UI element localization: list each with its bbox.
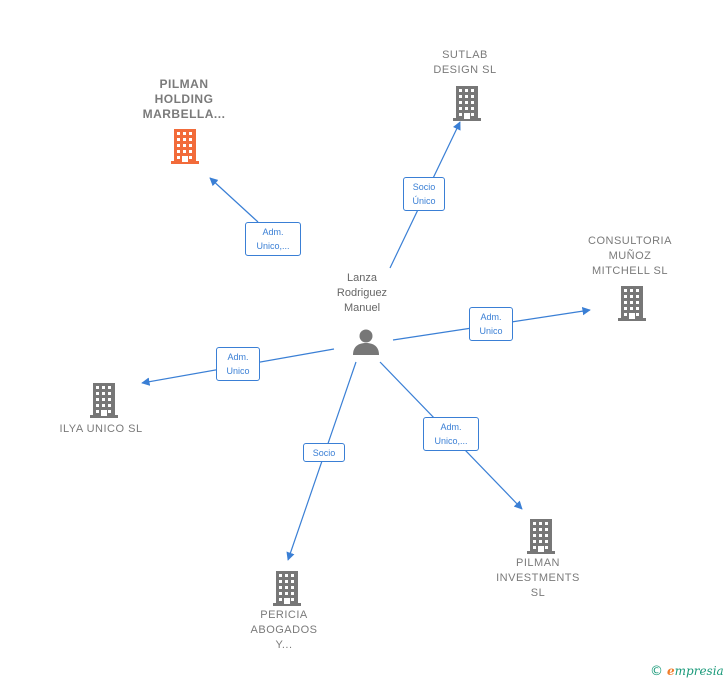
company-label-pilman_investments[interactable]: PILMAN INVESTMENTS SL [496, 557, 580, 599]
building-icon[interactable] [451, 85, 483, 126]
edge-label-ilya: Adm. Unico [216, 347, 260, 381]
edge-label-sutlab: Socio Único [403, 177, 445, 211]
edge-pilman_holding [209, 177, 259, 223]
company-label-ilya[interactable]: ILYA UNICO SL [59, 423, 143, 435]
edge-label-pilman_holding: Adm. Unico,... [245, 222, 301, 256]
building-icon[interactable] [88, 382, 120, 423]
building-icon[interactable] [616, 285, 648, 326]
company-label-pilman_holding[interactable]: PILMAN HOLDING MARBELLA... [142, 77, 226, 121]
person-icon[interactable] [351, 327, 381, 357]
company-label-consultoria[interactable]: CONSULTORIA MUÑOZ MITCHELL SL [588, 235, 672, 277]
edge-label-pericia: Socio [303, 443, 345, 462]
company-label-sutlab[interactable]: SUTLAB DESIGN SL [433, 49, 497, 76]
building-icon[interactable] [525, 518, 557, 559]
building-icon[interactable] [169, 128, 201, 169]
company-label-pericia[interactable]: PERICIA ABOGADOS Y... [250, 609, 318, 651]
center-person-name[interactable]: Lanza Rodriguez Manuel [336, 272, 388, 314]
edge-label-pilman_investments: Adm. Unico,... [423, 417, 479, 451]
edge-label-consultoria: Adm. Unico [469, 307, 513, 341]
brand-logo: ©empresia [650, 664, 724, 679]
building-icon[interactable] [271, 570, 303, 611]
